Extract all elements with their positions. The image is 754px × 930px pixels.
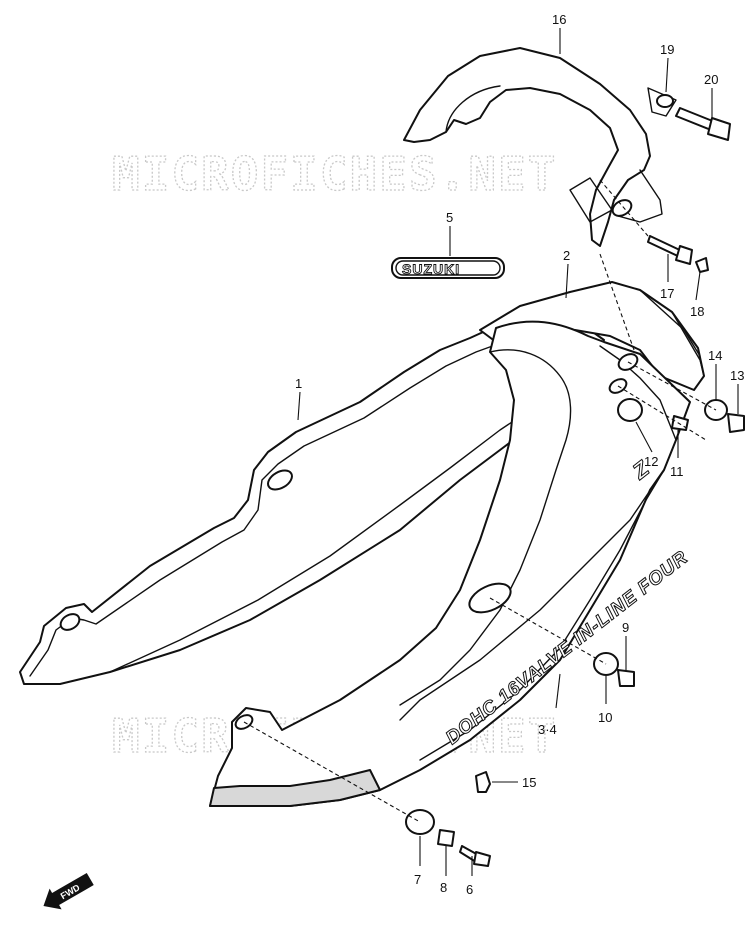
logo-text: SUZUKI bbox=[402, 261, 460, 277]
callout-10: 10 bbox=[598, 710, 612, 725]
callout-11: 11 bbox=[670, 464, 684, 479]
hardware bbox=[405, 87, 745, 867]
callout-9: 9 bbox=[622, 620, 629, 635]
callout-18: 18 bbox=[690, 304, 704, 319]
callout-12: 12 bbox=[644, 454, 658, 469]
callout-2: 2 bbox=[563, 248, 570, 263]
callout-numbers: 1 2 3·4 5 6 7 8 9 10 11 12 13 14 15 16 1… bbox=[295, 12, 744, 897]
callout-7: 7 bbox=[414, 872, 421, 887]
leader-lines bbox=[297, 28, 739, 876]
fwd-arrow-icon: FWD bbox=[43, 872, 94, 910]
callout-1: 1 bbox=[295, 376, 302, 391]
callout-6: 6 bbox=[466, 882, 473, 897]
callout-8: 8 bbox=[440, 880, 447, 895]
part-1-side-cover bbox=[19, 317, 605, 685]
callout-14: 14 bbox=[708, 348, 722, 363]
callout-20: 20 bbox=[704, 72, 718, 87]
assembly-lines bbox=[243, 179, 717, 823]
callout-13: 13 bbox=[730, 368, 744, 383]
callout-15: 15 bbox=[522, 775, 536, 790]
callout-19: 19 bbox=[660, 42, 674, 57]
callout-3-4: 3·4 bbox=[538, 722, 557, 737]
part-5-suzuki-emblem: SUZUKI bbox=[391, 257, 505, 279]
callout-16: 16 bbox=[552, 12, 566, 27]
watermark-top: MICROFICHES.NET bbox=[112, 147, 557, 201]
part-16-grab-rail bbox=[403, 47, 663, 247]
callout-5: 5 bbox=[446, 210, 453, 225]
callout-17: 17 bbox=[660, 286, 674, 301]
